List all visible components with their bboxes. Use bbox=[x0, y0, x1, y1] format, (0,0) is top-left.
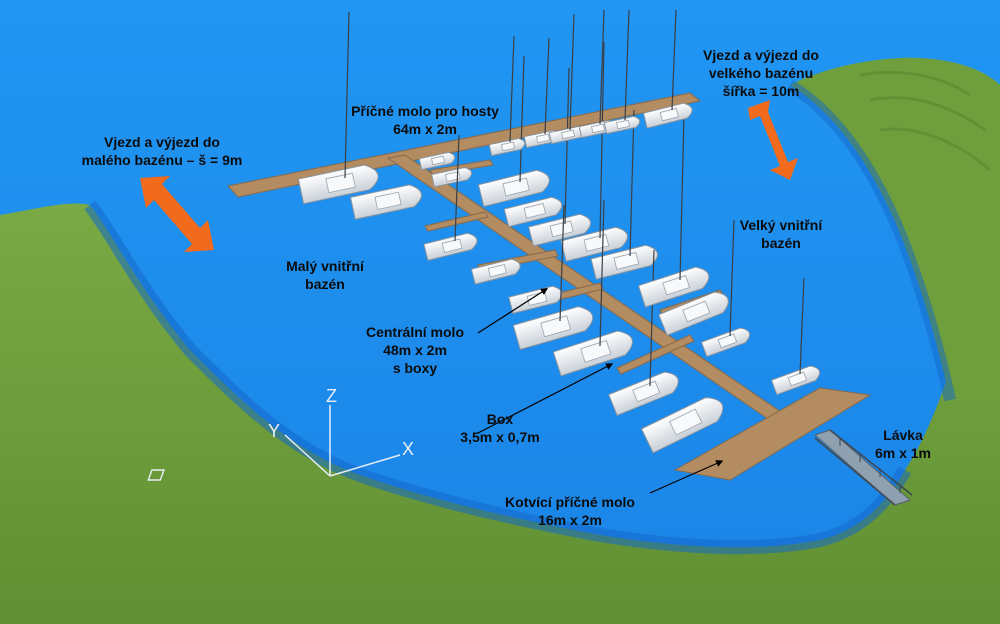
boat bbox=[423, 232, 478, 262]
boat bbox=[552, 330, 633, 377]
boat bbox=[658, 291, 729, 337]
pointer-lines bbox=[477, 288, 724, 494]
axis-gizmo bbox=[147, 405, 401, 481]
footbridge bbox=[814, 429, 913, 506]
axis-z-label: Z bbox=[326, 386, 337, 406]
grass-bank-left bbox=[0, 203, 1000, 624]
boats-group bbox=[297, 9, 821, 454]
entry-arrow-large bbox=[748, 100, 798, 180]
boat-mast bbox=[729, 219, 735, 337]
entry-arrow-small bbox=[140, 176, 214, 252]
boat bbox=[637, 266, 710, 308]
bank-edge-shade bbox=[84, 200, 912, 555]
boat-mast bbox=[509, 35, 515, 143]
boat bbox=[528, 213, 592, 247]
boat bbox=[477, 169, 550, 208]
hill-contours bbox=[859, 70, 991, 172]
boat bbox=[297, 164, 379, 205]
boat-mast bbox=[629, 109, 635, 257]
boat-mast bbox=[624, 9, 630, 121]
boat bbox=[608, 371, 679, 417]
boat bbox=[590, 244, 658, 280]
boat bbox=[488, 137, 526, 157]
axis-y-label: Y bbox=[268, 421, 280, 441]
boat bbox=[640, 397, 724, 454]
axis-x-label: X bbox=[402, 439, 414, 459]
boat-mast bbox=[599, 41, 605, 239]
boat bbox=[349, 184, 422, 220]
boat-mast bbox=[564, 67, 570, 225]
boat-mast bbox=[671, 9, 677, 111]
boat-mast bbox=[799, 277, 805, 375]
boat bbox=[603, 115, 641, 135]
boat bbox=[512, 306, 594, 351]
boat-mast bbox=[559, 204, 565, 322]
boat bbox=[431, 166, 473, 188]
boat-mast bbox=[519, 55, 525, 183]
boat bbox=[770, 365, 821, 396]
boat-mast bbox=[569, 13, 575, 131]
boat-mast bbox=[454, 134, 460, 242]
boat-mast bbox=[544, 37, 550, 135]
boat bbox=[508, 285, 563, 315]
boat-mast bbox=[599, 9, 605, 125]
hill-edge-shade bbox=[786, 79, 956, 402]
boat-mast bbox=[649, 249, 655, 387]
boat bbox=[503, 196, 563, 228]
boat-mast bbox=[679, 113, 685, 281]
boat-mast bbox=[344, 11, 350, 179]
anchor-pier bbox=[673, 387, 872, 481]
boat-mast bbox=[599, 199, 605, 347]
boat bbox=[470, 258, 521, 285]
boat bbox=[700, 327, 751, 358]
boat bbox=[418, 151, 456, 171]
boat bbox=[642, 102, 693, 129]
